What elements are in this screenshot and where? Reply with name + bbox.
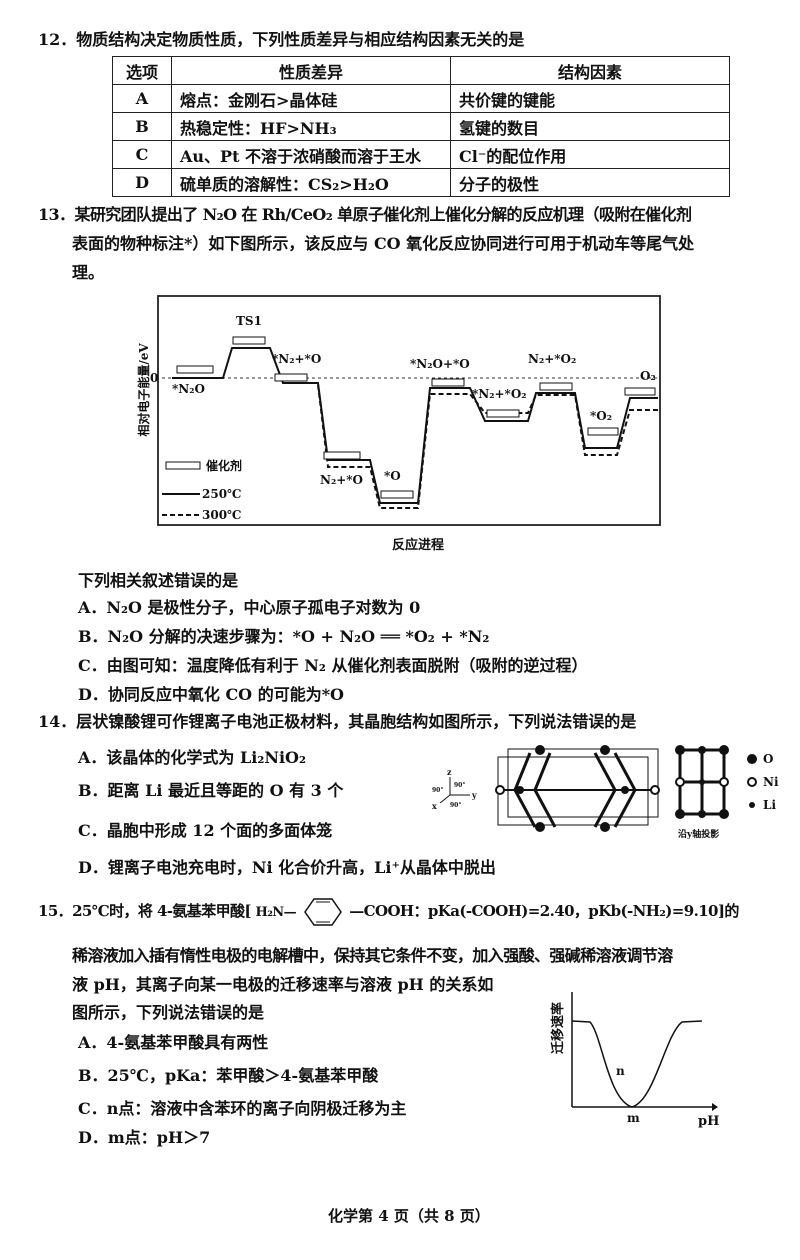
legend: 催化剂 250℃ 300℃ — [162, 458, 242, 522]
y-axis-label: 相对电子能量/eV — [136, 343, 151, 437]
crystal-figure: z y x 90° 90° 90° 沿y轴投影 O Ni Li — [432, 745, 779, 840]
page-footer: 化学第 4 页（共 8 页） — [328, 1207, 490, 1225]
q15-line-2: 液 pH，其离子向某一电极的迁移速率与溶液 pH 的关系如 — [72, 975, 494, 994]
q13-stem-2: 表面的物种标注*）如下图所示，该反应与 CO 氧化反应协同进行可用于机动车等尾气… — [72, 234, 695, 253]
legend-o: O — [763, 752, 773, 766]
cell: B — [112, 112, 172, 141]
q13-option-d: D．协同反应中氧化 CO 的可能为*O — [78, 685, 344, 704]
state-label: *N₂O — [172, 382, 205, 396]
cell: 硫单质的溶解性：CS₂>H₂O — [171, 168, 451, 197]
q15-option-d: D．m点：pH＞7 — [78, 1128, 211, 1147]
zero-tick: 0 — [150, 371, 158, 385]
angle-label: 90° — [454, 782, 465, 789]
q15-line-1: 稀溶液加入插有惰性电极的电解槽中，保持其它条件不变，加入强酸、强碱稀溶液调节溶 — [72, 946, 673, 965]
line-250C — [172, 347, 658, 504]
point-n-label: n — [616, 1064, 625, 1078]
line-300C — [317, 384, 658, 509]
formula-left: H₂N— — [255, 905, 297, 920]
q15-stem-start: 15．25℃时，将 4-氨基苯甲酸[ — [38, 902, 252, 920]
q13-stem-1: 13．某研究团队提出了 N₂O 在 Rh/CeO₂ 单原子催化剂上催化分解的反应… — [38, 205, 692, 224]
state-label: *N₂+*O₂ — [472, 387, 527, 401]
q15-line-3: 图所示，下列说法错误的是 — [72, 1003, 265, 1022]
q14-stem: 14．层状镍酸锂可作锂离子电池正极材料，其晶胞结构如图所示，下列说法错误的是 — [38, 712, 637, 731]
state-label: *O — [384, 469, 401, 483]
legend-li: Li — [763, 798, 776, 812]
q15-stem: 15．25℃时，将 4-氨基苯甲酸[ H₂N— —COOH：pKa(-COOH)… — [38, 897, 739, 927]
axis-z: z — [447, 767, 452, 777]
table-header: 选项 性质差异 结构因素 — [112, 56, 730, 85]
projection-caption: 沿y轴投影 — [678, 828, 719, 840]
state-label: *N₂+*O — [272, 352, 321, 366]
cell: 热稳定性：HF>NH₃ — [171, 112, 451, 141]
cell: A — [112, 84, 172, 113]
cell: D — [112, 168, 172, 197]
cell: 分子的极性 — [450, 168, 730, 197]
q13-prompt: 下列相关叙述错误的是 — [78, 571, 239, 590]
state-label: N₂+*O — [320, 473, 363, 487]
axis-x: x — [432, 801, 437, 811]
q14-option-d: D．锂离子电池充电时，Ni 化合价升高，Li⁺从晶体中脱出 — [78, 858, 496, 877]
q13-option-b: B．N₂O 分解的决速步骤为：*O + N₂O ══ *O₂ + *N₂ — [78, 627, 490, 646]
benzene-ring-icon — [303, 898, 342, 926]
y-axis-label: 迁移速率 — [550, 1002, 566, 1054]
header-option: 选项 — [112, 56, 172, 85]
angle-label: 90° — [450, 802, 461, 809]
q13-option-a: A．N₂O 是极性分子，中心原子孤电子对数为 0 — [78, 598, 421, 617]
q12-stem: 12．物质结构决定物质性质，下列性质差异与相应结构因素无关的是 — [38, 30, 525, 49]
atoms — [495, 745, 660, 832]
migration-rate-graph: 迁移速率 pH n m — [550, 992, 719, 1129]
energy-diagram: 相对电子能量/eV 0 *N₂O TS1 *N₂+*O N₂+*O *O *N₂… — [136, 295, 661, 553]
legend-catalyst: 催化剂 — [206, 458, 242, 473]
cell: Cl⁻的配位作用 — [450, 140, 730, 169]
cell: C — [112, 140, 172, 169]
q15-option-b: B．25℃，pKa：苯甲酸＞4-氨基苯甲酸 — [78, 1066, 379, 1085]
q14-option-a: A．该晶体的化学式为 Li₂NiO₂ — [78, 748, 306, 767]
angle-label: 90° — [432, 787, 443, 794]
header-structure: 结构因素 — [450, 56, 730, 85]
q14-option-b: B．距离 Li 最近且等距的 O 有 3 个 — [78, 781, 344, 800]
header-property: 性质差异 — [171, 56, 451, 85]
q13-stem-3: 理。 — [72, 263, 105, 282]
cell: Au、Pt 不溶于浓硝酸而溶于王水 — [171, 140, 451, 169]
state-label: *N₂O+*O — [410, 357, 470, 371]
formula-right: —COOH：pKa(-COOH)=2.40，pKb(-NH₂)=9.10]的 — [349, 902, 739, 920]
state-label: N₂+*O₂ — [528, 352, 576, 366]
rate-curve — [571, 1020, 703, 1108]
axis-y: y — [471, 790, 477, 800]
q15-option-a: A．4-氨基苯甲酸具有两性 — [78, 1033, 269, 1052]
state-label: O₂ — [640, 369, 656, 383]
q14-option-c: C．晶胞中形成 12 个面的多面体笼 — [78, 821, 333, 840]
x-axis-label: pH — [698, 1114, 719, 1129]
legend-ni: Ni — [763, 775, 779, 789]
point-m-label: m — [627, 1111, 640, 1125]
catalyst-icons — [176, 336, 656, 499]
state-label: *O₂ — [590, 409, 612, 423]
x-axis-label: 反应进程 — [392, 537, 444, 553]
q15-option-c: C．n点：溶液中含苯环的离子向阴极迁移为主 — [78, 1099, 407, 1118]
diagram-frame — [157, 295, 661, 526]
legend-250: 250℃ — [202, 487, 241, 501]
q13-option-c: C．由图可知：温度降低有利于 N₂ 从催化剂表面脱附（吸附的逆过程） — [78, 656, 588, 675]
legend-300: 300℃ — [202, 508, 241, 522]
state-label: TS1 — [236, 314, 262, 328]
